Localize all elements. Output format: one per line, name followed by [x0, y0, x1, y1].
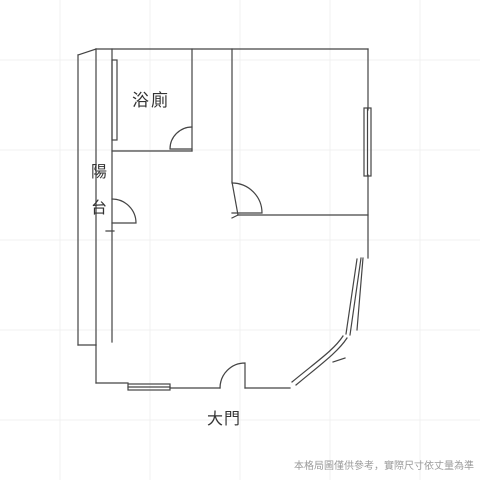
- bathroom-walls: [111, 48, 193, 343]
- window: [111, 59, 372, 391]
- interior-walls: [231, 48, 369, 216]
- disclaimer-text: 本格局圖僅供參考，實際尺寸依丈量為準: [294, 461, 474, 472]
- main-door-label: 大門: [207, 409, 242, 428]
- bathroom-label: 浴廁: [132, 91, 170, 111]
- room-door: [231, 182, 263, 219]
- balcony-label-top: 陽: [91, 162, 108, 181]
- main-door: [219, 362, 246, 389]
- balcony-parapet: [77, 48, 97, 346]
- balcony-label-bottom: 台: [91, 198, 108, 217]
- bathroom-door: [169, 126, 193, 150]
- balcony-door: [105, 198, 137, 232]
